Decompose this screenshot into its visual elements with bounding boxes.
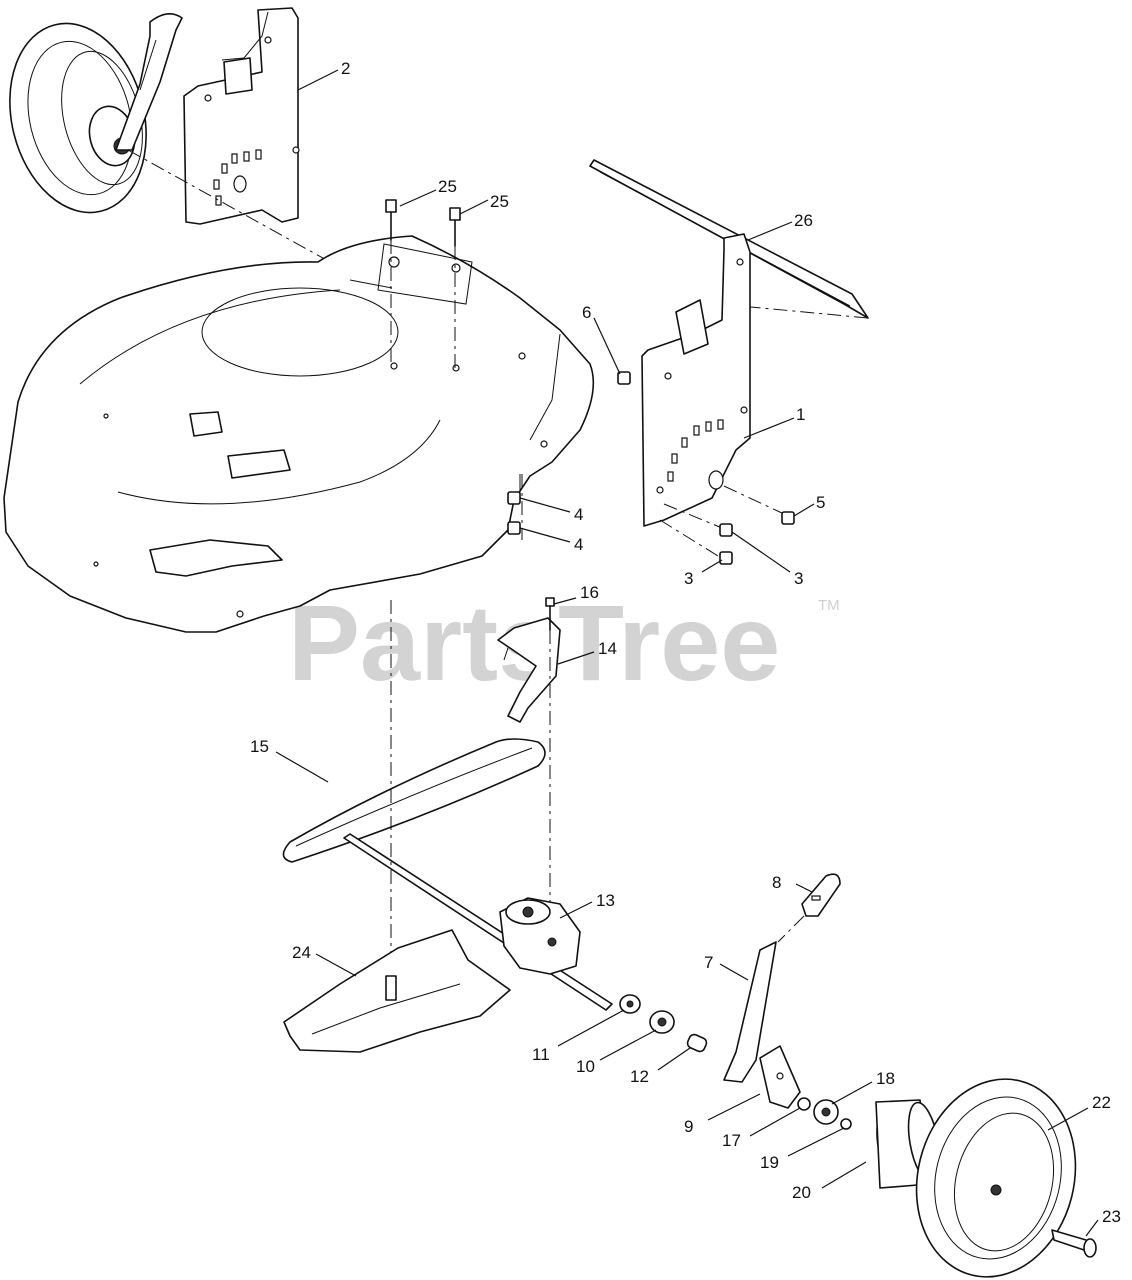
callout-8: 8 <box>772 873 781 892</box>
callout-13: 13 <box>596 891 615 910</box>
callout-3-right: 3 <box>794 569 803 588</box>
callout-11: 11 <box>532 1045 550 1064</box>
part-7-arm <box>723 941 777 1083</box>
part-1-front-bracket <box>641 233 751 527</box>
callout-7: 7 <box>704 953 713 972</box>
part-10-bushing <box>649 1010 675 1034</box>
part-5-bolt <box>723 485 795 525</box>
part-16-screw <box>545 597 555 631</box>
part-4-nuts <box>507 491 521 535</box>
part-13-transmission <box>343 833 613 1011</box>
part-19-clip <box>840 1118 852 1130</box>
callout-25-right: 25 <box>490 192 509 211</box>
callout-22: 22 <box>1092 1093 1111 1112</box>
part-12-spacer <box>686 1033 708 1053</box>
callout-4-lower: 4 <box>574 535 583 554</box>
callout-15: 15 <box>250 737 269 756</box>
callout-20: 20 <box>792 1183 811 1202</box>
callout-1: 1 <box>796 405 805 424</box>
rear-height-adjust-lever <box>115 13 183 151</box>
part-18-gear <box>813 1099 839 1125</box>
part-9-plate <box>759 1045 801 1109</box>
callout-19: 19 <box>760 1153 779 1172</box>
part-22-front-wheel <box>915 1078 1077 1278</box>
callout-23: 23 <box>1102 1207 1121 1226</box>
part-23-bolt <box>1051 1229 1097 1258</box>
callout-6: 6 <box>582 303 591 322</box>
rear-wheel-assembly <box>9 13 183 214</box>
callout-18: 18 <box>876 1069 895 1088</box>
part-6-nut <box>617 371 631 385</box>
callout-labels: 2 25 25 26 6 1 4 4 5 3 3 16 14 15 13 8 7… <box>250 59 1121 1226</box>
callout-12: 12 <box>630 1067 649 1086</box>
mower-deck <box>3 235 595 633</box>
callout-26: 26 <box>794 211 813 230</box>
callout-2: 2 <box>341 59 350 78</box>
rear-wheel-tread <box>27 40 133 196</box>
callout-10: 10 <box>576 1057 595 1076</box>
part-11-washer <box>619 994 641 1014</box>
callout-24: 24 <box>292 943 311 962</box>
part-3-bolts <box>659 503 733 565</box>
watermark: PartsTree TM <box>288 582 840 703</box>
rear-axle-centerline <box>127 149 331 263</box>
part-8-knob <box>801 873 841 917</box>
part-14-bracket <box>497 617 561 723</box>
callout-3-left: 3 <box>684 569 693 588</box>
callout-4-upper: 4 <box>574 505 583 524</box>
part-17-washer <box>797 1097 811 1111</box>
callout-17: 17 <box>722 1131 741 1150</box>
callout-5: 5 <box>816 493 825 512</box>
part-2-rear-bracket <box>183 7 300 225</box>
callout-9: 9 <box>684 1117 693 1136</box>
leader-lines <box>275 69 1099 1237</box>
callout-14: 14 <box>598 639 617 658</box>
part-15-belt <box>282 738 546 863</box>
part-25-bolts <box>385 199 461 247</box>
callout-25-left: 25 <box>438 177 457 196</box>
watermark-trademark: TM <box>818 597 840 614</box>
callout-16: 16 <box>580 583 599 602</box>
part-24-cover <box>283 929 511 1053</box>
